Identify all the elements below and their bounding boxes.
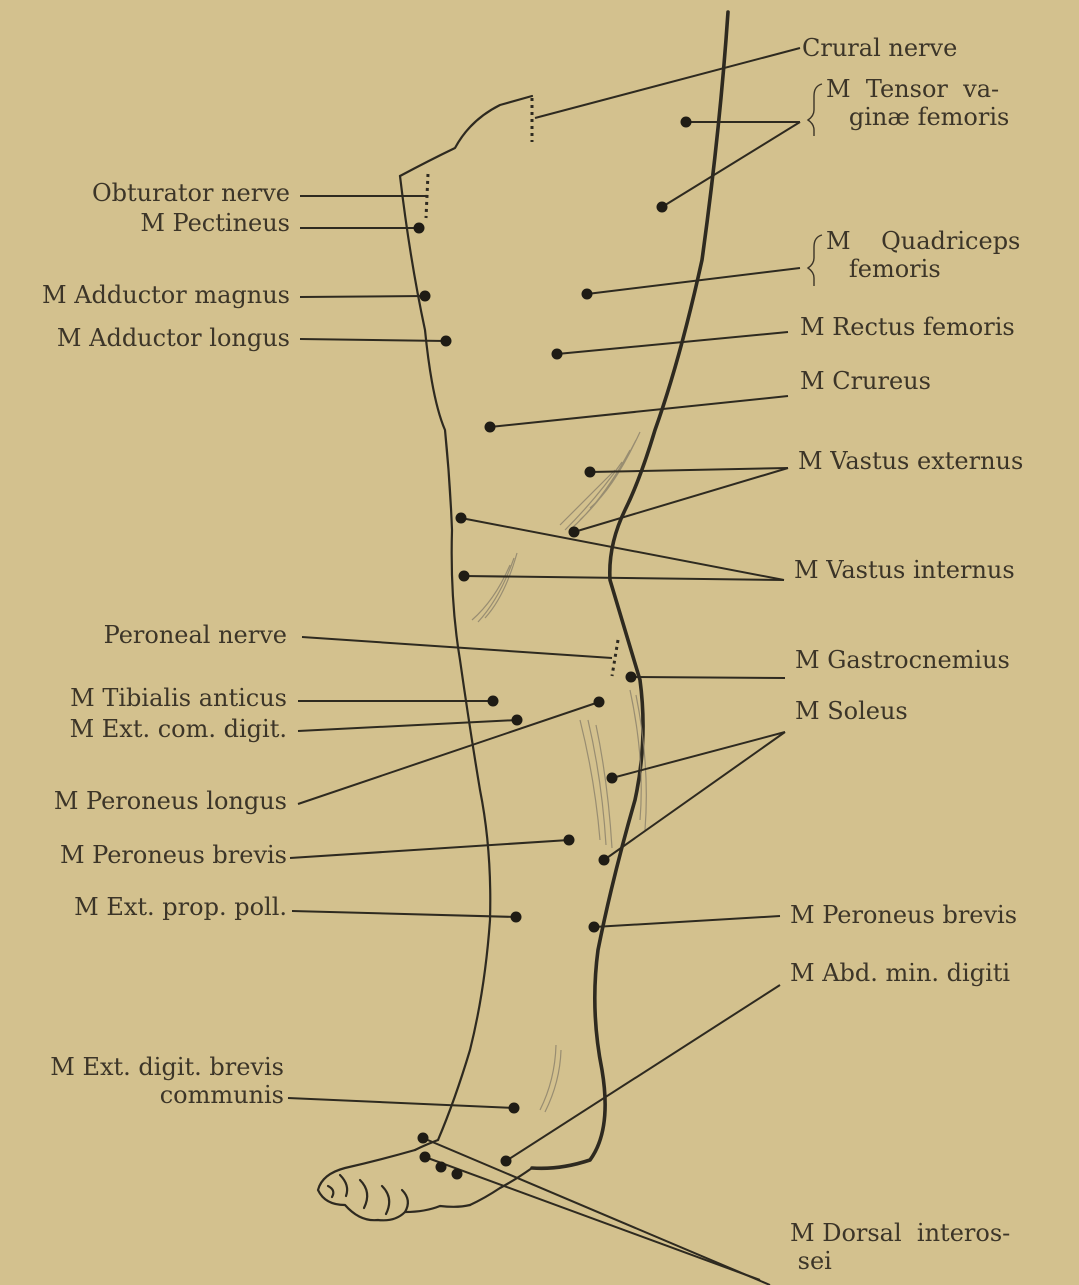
motor-point-9 xyxy=(459,571,470,582)
motor-point-19 xyxy=(414,223,425,234)
label-adductor-magnus: M Adductor magnus xyxy=(42,282,290,310)
label-tibialis-anticus: M Tibialis anticus xyxy=(70,685,287,713)
label-crureus: M Crureus xyxy=(800,368,931,396)
motor-point-1 xyxy=(681,117,692,128)
label-braces xyxy=(808,84,822,286)
motor-point-8 xyxy=(456,513,467,524)
leader-line-vastus-internus-b xyxy=(464,576,784,580)
label-crural-nerve: Crural nerve xyxy=(802,35,957,63)
label-peroneus-brevis-outer: M Peroneus brevis xyxy=(790,902,1017,930)
leader-line-dorsal-interossei-b xyxy=(425,1157,760,1280)
motor-point-21 xyxy=(441,336,452,347)
motor-point-11 xyxy=(607,773,618,784)
motor-point-12 xyxy=(599,855,610,866)
leader-line-gastrocnemius xyxy=(631,677,785,678)
leader-line-ext-prop-poll xyxy=(292,911,516,917)
nerve-markers xyxy=(426,98,618,676)
leader-line-ext-digit-brevis xyxy=(288,1098,514,1108)
motor-point-15 xyxy=(418,1133,429,1144)
label-vastus-internus: M Vastus internus xyxy=(794,557,1015,585)
label-rectus-femoris: M Rectus femoris xyxy=(800,314,1015,342)
label-adductor-longus: M Adductor longus xyxy=(57,325,290,353)
motor-point-4 xyxy=(552,349,563,360)
motor-point-6 xyxy=(585,467,596,478)
leader-line-ext-com-digit xyxy=(298,720,517,731)
motor-point-14 xyxy=(501,1156,512,1167)
label-obturator-nerve: Obturator nerve xyxy=(92,180,290,208)
leader-line-crural-nerve xyxy=(535,48,800,118)
label-gastrocnemius: M Gastrocnemius xyxy=(795,647,1010,675)
leg-outline xyxy=(318,12,728,1220)
leader-line-abd-min-digiti xyxy=(506,985,780,1161)
motor-point-20 xyxy=(420,291,431,302)
motor-point-24 xyxy=(594,697,605,708)
label-soleus: M Soleus xyxy=(795,698,908,726)
leader-line-peroneus-brevis-inner xyxy=(290,840,569,858)
motor-point-13 xyxy=(589,922,600,933)
label-vastus-externus: M Vastus externus xyxy=(798,448,1023,476)
motor-point-10 xyxy=(626,672,637,683)
label-peroneal-nerve: Peroneal nerve xyxy=(104,622,287,650)
motor-point-17 xyxy=(436,1162,447,1173)
label-tensor-vaginae-femoris: M Tensor va- ginæ femoris xyxy=(826,76,1009,131)
motor-point-27 xyxy=(509,1103,520,1114)
label-quadriceps-femoris: M Quadriceps femoris xyxy=(826,228,1020,283)
motor-point-25 xyxy=(564,835,575,846)
leader-line-vastus-externus-b xyxy=(574,468,788,532)
label-ext-digit-brevis-communis: M Ext. digit. brevis communis xyxy=(50,1054,284,1109)
motor-point-16 xyxy=(420,1152,431,1163)
motor-point-5 xyxy=(485,422,496,433)
label-pectineus: M Pectineus xyxy=(140,210,290,238)
label-ext-prop-poll: M Ext. prop. poll. xyxy=(74,894,287,922)
label-abd-min-digiti: M Abd. min. digiti xyxy=(790,960,1010,988)
motor-point-7 xyxy=(569,527,580,538)
label-ext-com-digit: M Ext. com. digit. xyxy=(70,716,287,744)
label-dorsal-interossei: M Dorsal interos- sei xyxy=(790,1220,1010,1275)
leader-line-soleus-b xyxy=(604,732,785,860)
motor-point-18 xyxy=(452,1169,463,1180)
leader-line-peroneus-longus xyxy=(298,702,599,804)
leader-lines xyxy=(288,48,800,1285)
label-peroneus-brevis-inner: M Peroneus brevis xyxy=(60,842,287,870)
leader-line-dorsal-interossei-a xyxy=(423,1138,770,1285)
leader-line-peroneus-brevis-outer xyxy=(594,916,780,927)
leader-line-tensor-vaginae-b xyxy=(662,122,800,207)
motor-point-2 xyxy=(657,202,668,213)
motor-point-22 xyxy=(488,696,499,707)
label-peroneus-longus: M Peroneus longus xyxy=(54,788,287,816)
motor-point-3 xyxy=(582,289,593,300)
leader-line-rectus-femoris xyxy=(557,332,788,354)
hatch-shading xyxy=(472,432,646,1112)
leader-line-adductor-longus xyxy=(300,339,446,341)
motor-point-26 xyxy=(511,912,522,923)
leader-line-crureus xyxy=(490,396,788,427)
leader-line-adductor-magnus xyxy=(300,296,425,297)
motor-point-23 xyxy=(512,715,523,726)
